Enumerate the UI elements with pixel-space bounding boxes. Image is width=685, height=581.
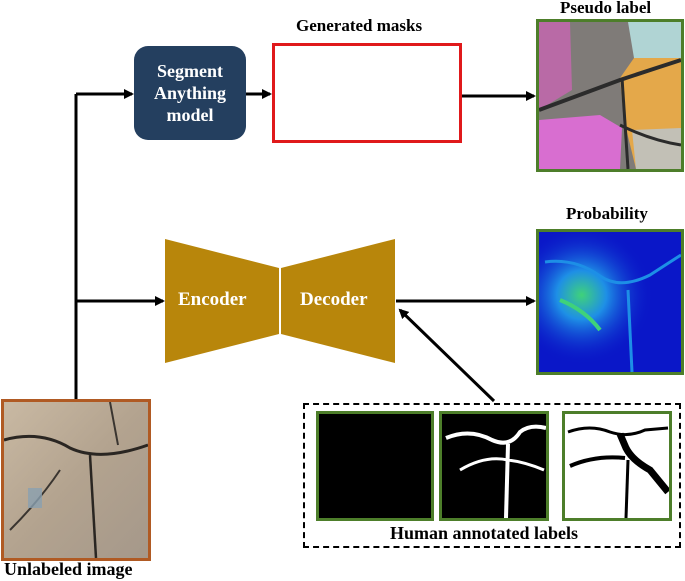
connectors xyxy=(74,89,536,403)
annotated-label-black-cracks xyxy=(565,414,671,519)
sam-line-3: model xyxy=(166,105,214,125)
encoder-label: Encoder xyxy=(178,289,247,310)
probability-frame xyxy=(536,229,684,375)
sam-line-1: Segment xyxy=(157,61,223,81)
annotated-frame-2 xyxy=(439,411,549,521)
sam-box: Segment Anything model xyxy=(134,46,246,140)
arrow-labels-to-decoder xyxy=(398,308,496,403)
unlabeled-image xyxy=(3,401,149,559)
decoder-shape xyxy=(281,239,395,363)
pseudo-label-title: Pseudo label xyxy=(560,0,652,17)
probability-title: Probability xyxy=(566,204,648,223)
generated-masks-frame xyxy=(272,43,462,143)
unlabeled-image-caption: Unlabeled image xyxy=(4,559,133,579)
pseudo-label-image xyxy=(538,22,682,170)
encoder-shape xyxy=(165,239,279,363)
unlabeled-image-frame xyxy=(1,399,151,561)
pseudo-label-frame xyxy=(536,19,684,172)
human-labels-group xyxy=(303,403,681,548)
annotated-frame-3 xyxy=(562,411,672,521)
decoder-label: Decoder xyxy=(300,289,368,310)
annotated-label-white-cracks xyxy=(442,414,547,519)
probability-image xyxy=(539,232,682,373)
annotated-label-empty xyxy=(319,414,431,518)
annotated-frame-1 xyxy=(316,411,434,521)
generated-masks-title: Generated masks xyxy=(296,16,423,35)
sam-line-2: Anything xyxy=(153,83,227,103)
human-annotated-labels-caption: Human annotated labels xyxy=(390,523,579,543)
